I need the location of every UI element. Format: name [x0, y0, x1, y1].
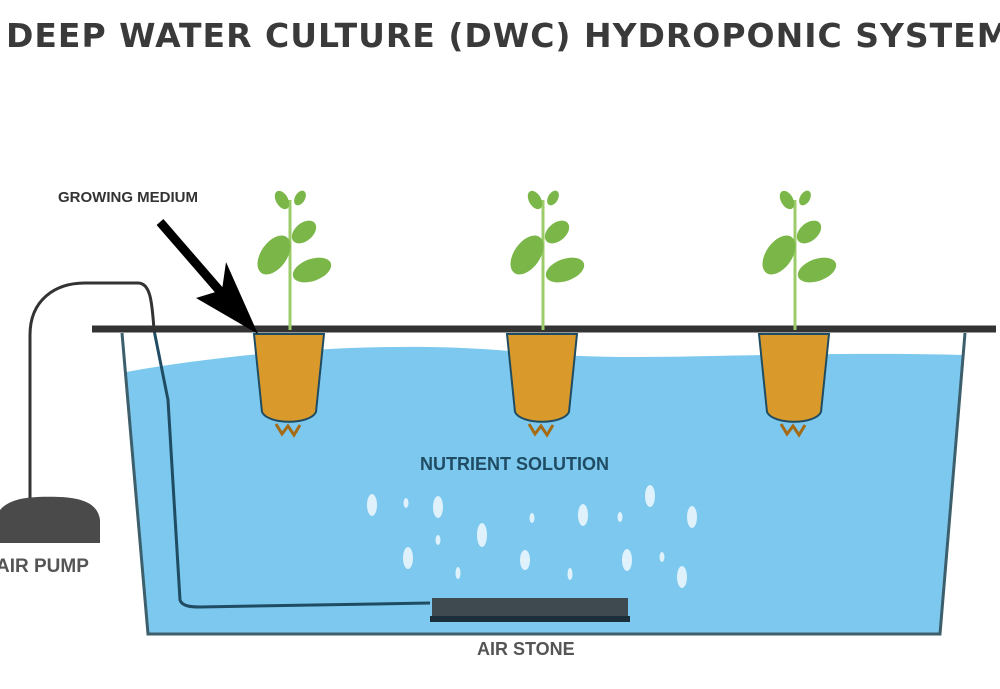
- plant: [505, 190, 585, 438]
- leaf: [796, 220, 822, 244]
- arrow-head: [196, 262, 258, 334]
- bubble: [659, 552, 665, 562]
- leaf: [762, 235, 796, 275]
- roots: [527, 423, 555, 438]
- net-pot-growing-medium: [757, 333, 831, 423]
- leaf: [257, 235, 291, 275]
- leaf: [797, 257, 837, 283]
- bubble: [433, 496, 443, 518]
- bubble: [677, 566, 687, 588]
- air-tube-submerged: [152, 329, 431, 609]
- leaf: [779, 190, 795, 210]
- diagram-title: DEEP WATER CULTURE (DWC) HYDROPONIC SYST…: [6, 16, 1000, 55]
- tank-outline: [120, 332, 967, 636]
- air-bubbles: [367, 485, 697, 588]
- air-stone-base: [430, 616, 630, 622]
- leaf: [799, 190, 811, 206]
- net-pot-growing-medium: [505, 333, 579, 423]
- air-tube: [28, 281, 156, 500]
- leaf: [291, 220, 317, 244]
- leaf: [547, 190, 559, 206]
- leaf: [274, 190, 290, 210]
- bubble: [645, 485, 655, 507]
- label-nutrient-solution: NUTRIENT SOLUTION: [420, 454, 609, 474]
- roots: [274, 423, 302, 438]
- leaf: [292, 257, 332, 283]
- plant: [757, 190, 837, 438]
- leaf: [294, 190, 306, 206]
- nutrient-water: [126, 346, 963, 633]
- leaf: [544, 220, 570, 244]
- bubble: [477, 523, 487, 547]
- leaf: [510, 235, 544, 275]
- bubble: [403, 498, 409, 508]
- label-air-stone: AIR STONE: [477, 639, 575, 659]
- bubble: [403, 547, 413, 569]
- bubble: [455, 567, 461, 579]
- bubble: [622, 549, 632, 571]
- bubble: [567, 568, 573, 580]
- leaf: [545, 257, 585, 283]
- bubble: [617, 512, 623, 522]
- bubble: [435, 535, 441, 545]
- net-pot-growing-medium: [252, 333, 326, 423]
- air-stone: [432, 598, 628, 620]
- bubble: [520, 550, 530, 570]
- plants: [252, 190, 837, 438]
- bubble: [578, 504, 588, 526]
- air-pump: [0, 496, 100, 543]
- leaf: [527, 190, 543, 210]
- bubble: [529, 513, 535, 523]
- roots: [779, 423, 807, 438]
- bubble: [687, 506, 697, 528]
- plant: [252, 190, 332, 438]
- label-air-pump: AIR PUMP: [0, 556, 89, 577]
- label-growing-medium: GROWING MEDIUM: [58, 189, 198, 206]
- bubble: [367, 494, 377, 516]
